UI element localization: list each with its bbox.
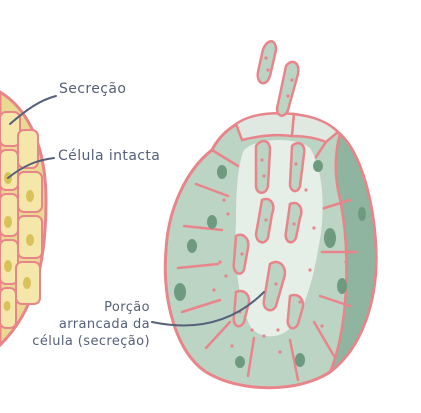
intact-cell-label: Célula intacta bbox=[58, 148, 161, 164]
secretion-label: Secreção bbox=[59, 81, 127, 97]
right-gland bbox=[151, 40, 378, 390]
torn-portion-line-3: célula (secreção) bbox=[32, 334, 150, 349]
torn-portion-line-1: Porção bbox=[104, 300, 150, 315]
torn-portion-label: Porção arrancada da célula (secreção) bbox=[8, 299, 150, 350]
torn-portion-line-2: arrancada da bbox=[58, 317, 150, 332]
left-gland bbox=[0, 90, 57, 348]
